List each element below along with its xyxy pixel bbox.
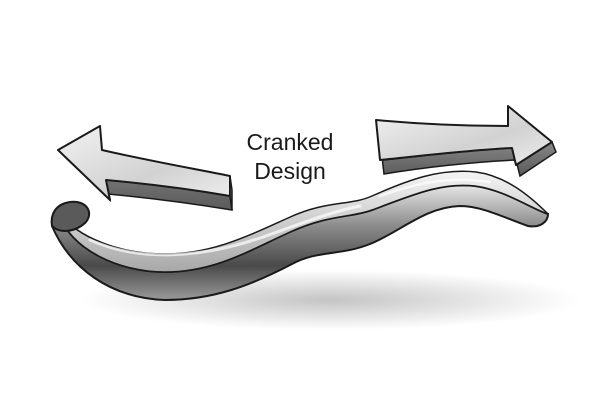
cranked-blade [50, 170, 550, 302]
diagram-caption: Cranked Design [200, 128, 380, 186]
right-arrow-icon [375, 105, 557, 178]
left-arrow-icon [57, 125, 233, 211]
caption-line-2: Design [254, 158, 326, 184]
caption-line-1: Cranked [246, 129, 334, 155]
